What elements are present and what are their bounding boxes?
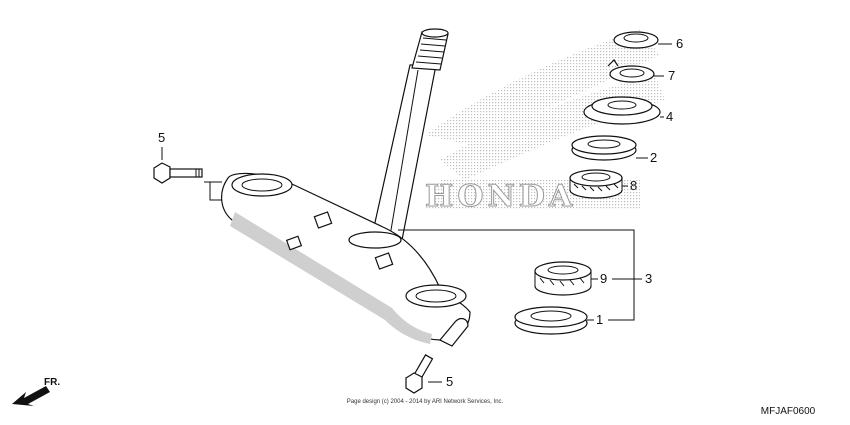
part-8-upper-bearing: 8	[569, 169, 637, 199]
part-4-adjusting-nut: 4	[583, 96, 673, 125]
honda-wing-watermark: HONDA	[425, 30, 665, 215]
bolt-5-bottom: 5	[405, 354, 453, 394]
diagram-code: MFJAF0600	[761, 406, 816, 417]
callout-4: 4	[666, 109, 673, 124]
part-9-lower-bearing: 9	[534, 261, 607, 296]
callout-1: 1	[596, 312, 603, 327]
left-fork-clamp	[231, 173, 293, 197]
part-7-lock-washer: 7	[607, 59, 675, 83]
callout-5-bottom: 5	[446, 374, 453, 389]
steering-stem-bracket	[221, 172, 471, 347]
callout-5-top: 5	[158, 130, 165, 145]
stem-base	[348, 231, 402, 249]
right-fork-clamp	[405, 284, 467, 308]
front-direction-arrow: FR.	[12, 377, 60, 406]
callout-6: 6	[676, 36, 683, 51]
callout-7: 7	[668, 68, 675, 83]
front-label: FR.	[44, 377, 60, 388]
part-2-dust-seal: 2	[571, 135, 657, 165]
callout-2: 2	[650, 150, 657, 165]
part-6-lock-nut: 6	[613, 31, 683, 51]
part-1-lower-dust-seal: 1	[514, 306, 603, 335]
callout-3: 3	[645, 271, 652, 286]
callout-3-bracket: 3	[398, 229, 652, 321]
callout-8: 8	[630, 178, 637, 193]
stem-thread	[411, 28, 449, 71]
bolt-5-top: 5	[153, 130, 222, 201]
callout-9: 9	[600, 271, 607, 286]
honda-watermark-text: HONDA	[425, 179, 576, 214]
copyright-text: Page design (c) 2004 - 2014 by ARI Netwo…	[347, 399, 504, 405]
